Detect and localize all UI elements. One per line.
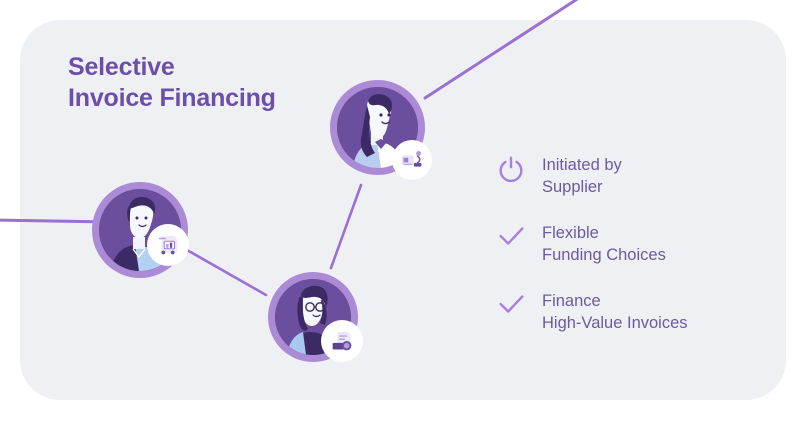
check-icon: [496, 220, 542, 252]
supplier-avatar-left[interactable]: [92, 182, 189, 278]
feature-item-finance-high-value-invoices: Finance High-Value Invoices: [496, 288, 766, 334]
page-title: Selective Invoice Financing: [68, 53, 276, 112]
feature-label: Flexible Funding Choices: [542, 224, 666, 264]
check-icon: [496, 288, 542, 320]
feature-item-initiated-by-supplier: Initiated by Supplier: [496, 152, 766, 198]
document-coin-icon: [321, 320, 363, 362]
document-chart-icon: [147, 224, 189, 266]
supplier-avatar-top[interactable]: [330, 80, 432, 180]
feature-list: Initiated by Supplier Flexible Funding C…: [496, 152, 766, 356]
feature-label: Finance High-Value Invoices: [542, 292, 688, 332]
supplier-avatar-center[interactable]: [268, 272, 363, 362]
power-icon: [496, 152, 542, 184]
feature-label: Initiated by Supplier: [542, 156, 622, 196]
document-gear-icon: [392, 140, 432, 180]
feature-item-flexible-funding-choices: Flexible Funding Choices: [496, 220, 766, 266]
